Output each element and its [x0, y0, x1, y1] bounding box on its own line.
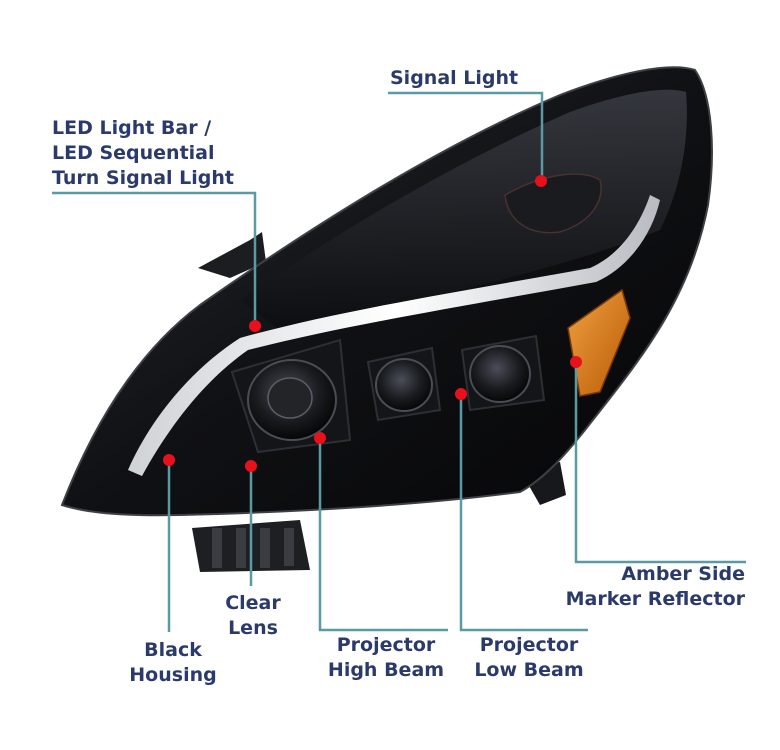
projectors: [230, 334, 546, 454]
callout-line: Turn Signal Light: [52, 167, 235, 189]
callout-line: Signal Light: [390, 67, 519, 89]
marker-dot-low-beam: [455, 388, 467, 400]
marker-dot-black-housing: [163, 454, 175, 466]
callout-line: Lens: [228, 617, 278, 639]
callout-line: Projector: [336, 634, 436, 656]
callout-line: Projector: [479, 634, 579, 656]
callout-line: Amber Side: [621, 563, 745, 585]
clear-lens-gloss: [240, 89, 687, 331]
callout-amber-side-marker: Amber Side Marker Reflector: [540, 562, 745, 612]
callout-line: High Beam: [327, 659, 445, 681]
callout-line: Housing: [129, 664, 217, 686]
callout-line: LED Sequential: [52, 142, 215, 164]
callout-line: Low Beam: [474, 659, 584, 681]
signal-light-shape: [504, 173, 602, 234]
callout-line: Clear: [225, 592, 281, 614]
callout-line: LED Light Bar /: [52, 117, 212, 139]
marker-dot-high-beam: [314, 432, 326, 444]
marker-dot-signal-light: [535, 175, 547, 187]
callout-signal-light: Signal Light: [390, 66, 518, 91]
marker-dots: [163, 175, 582, 472]
callout-clear-lens: Clear Lens: [213, 591, 293, 641]
callout-led-light-bar: LED Light Bar / LED Sequential Turn Sign…: [52, 116, 234, 191]
callout-black-housing: Black Housing: [118, 638, 228, 688]
marker-dot-clear-lens: [245, 460, 257, 472]
callout-line: Marker Reflector: [565, 588, 745, 610]
callout-projector-low-beam: Projector Low Beam: [468, 633, 590, 683]
callout-line: Black: [144, 639, 202, 661]
callout-projector-high-beam: Projector High Beam: [322, 633, 450, 683]
marker-dot-amber-marker: [570, 356, 582, 368]
marker-dot-led-bar: [249, 320, 261, 332]
leader-lines: [52, 91, 746, 632]
amber-side-marker-shape: [567, 288, 631, 397]
